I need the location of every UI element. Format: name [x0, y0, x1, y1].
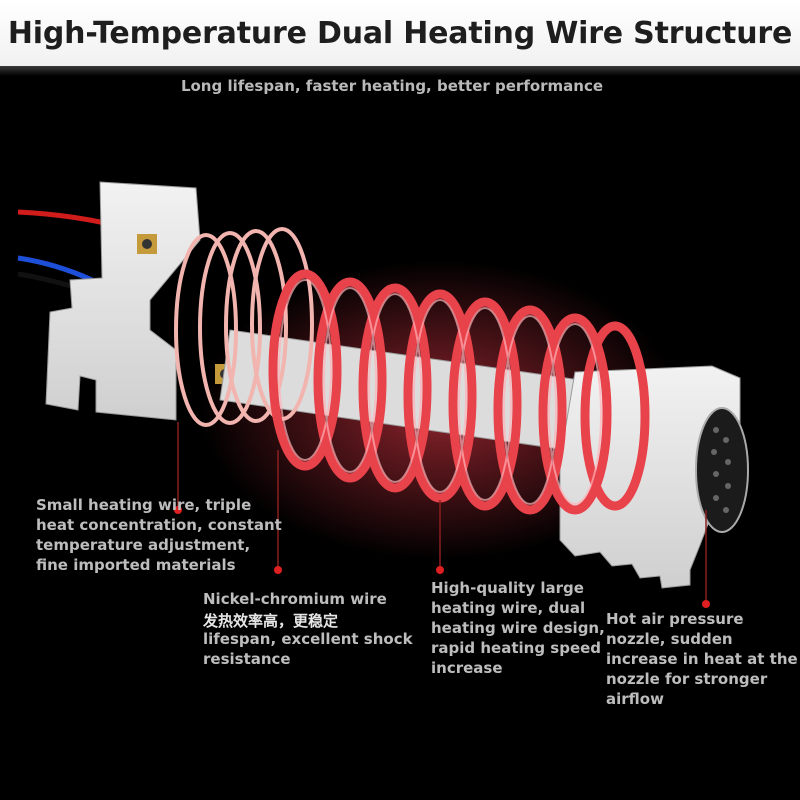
callout-air-nozzle: Hot air pressure nozzle, sudden increase… [606, 610, 798, 708]
callout-markers [174, 506, 710, 608]
callout-nickel-chromium-wire: Nickel-chromium wire lifespan, excellent… [203, 590, 413, 668]
blue-lead-wire [17, 255, 94, 283]
page-title: High-Temperature Dual Heating Wire Struc… [7, 15, 793, 51]
small-heating-coil [174, 227, 314, 427]
callout-small-heating-wire: Small heating wire, triple heat concentr… [36, 496, 282, 574]
overlay-chinese-text: 发热效率高，更稳定 [203, 612, 339, 630]
page-subtitle: Long lifespan, faster heating, better pe… [180, 77, 604, 95]
callout-leaders [177, 422, 707, 604]
left-mica-plate [45, 181, 201, 421]
large-heating-coil [268, 269, 650, 515]
title-divider [0, 66, 800, 76]
terminal-connector-top [137, 234, 157, 254]
air-nozzle-disk [695, 407, 749, 533]
title-bar: High-Temperature Dual Heating Wire Struc… [0, 0, 800, 66]
callout-large-heating-wire: High-quality large heating wire, dual he… [431, 579, 605, 677]
